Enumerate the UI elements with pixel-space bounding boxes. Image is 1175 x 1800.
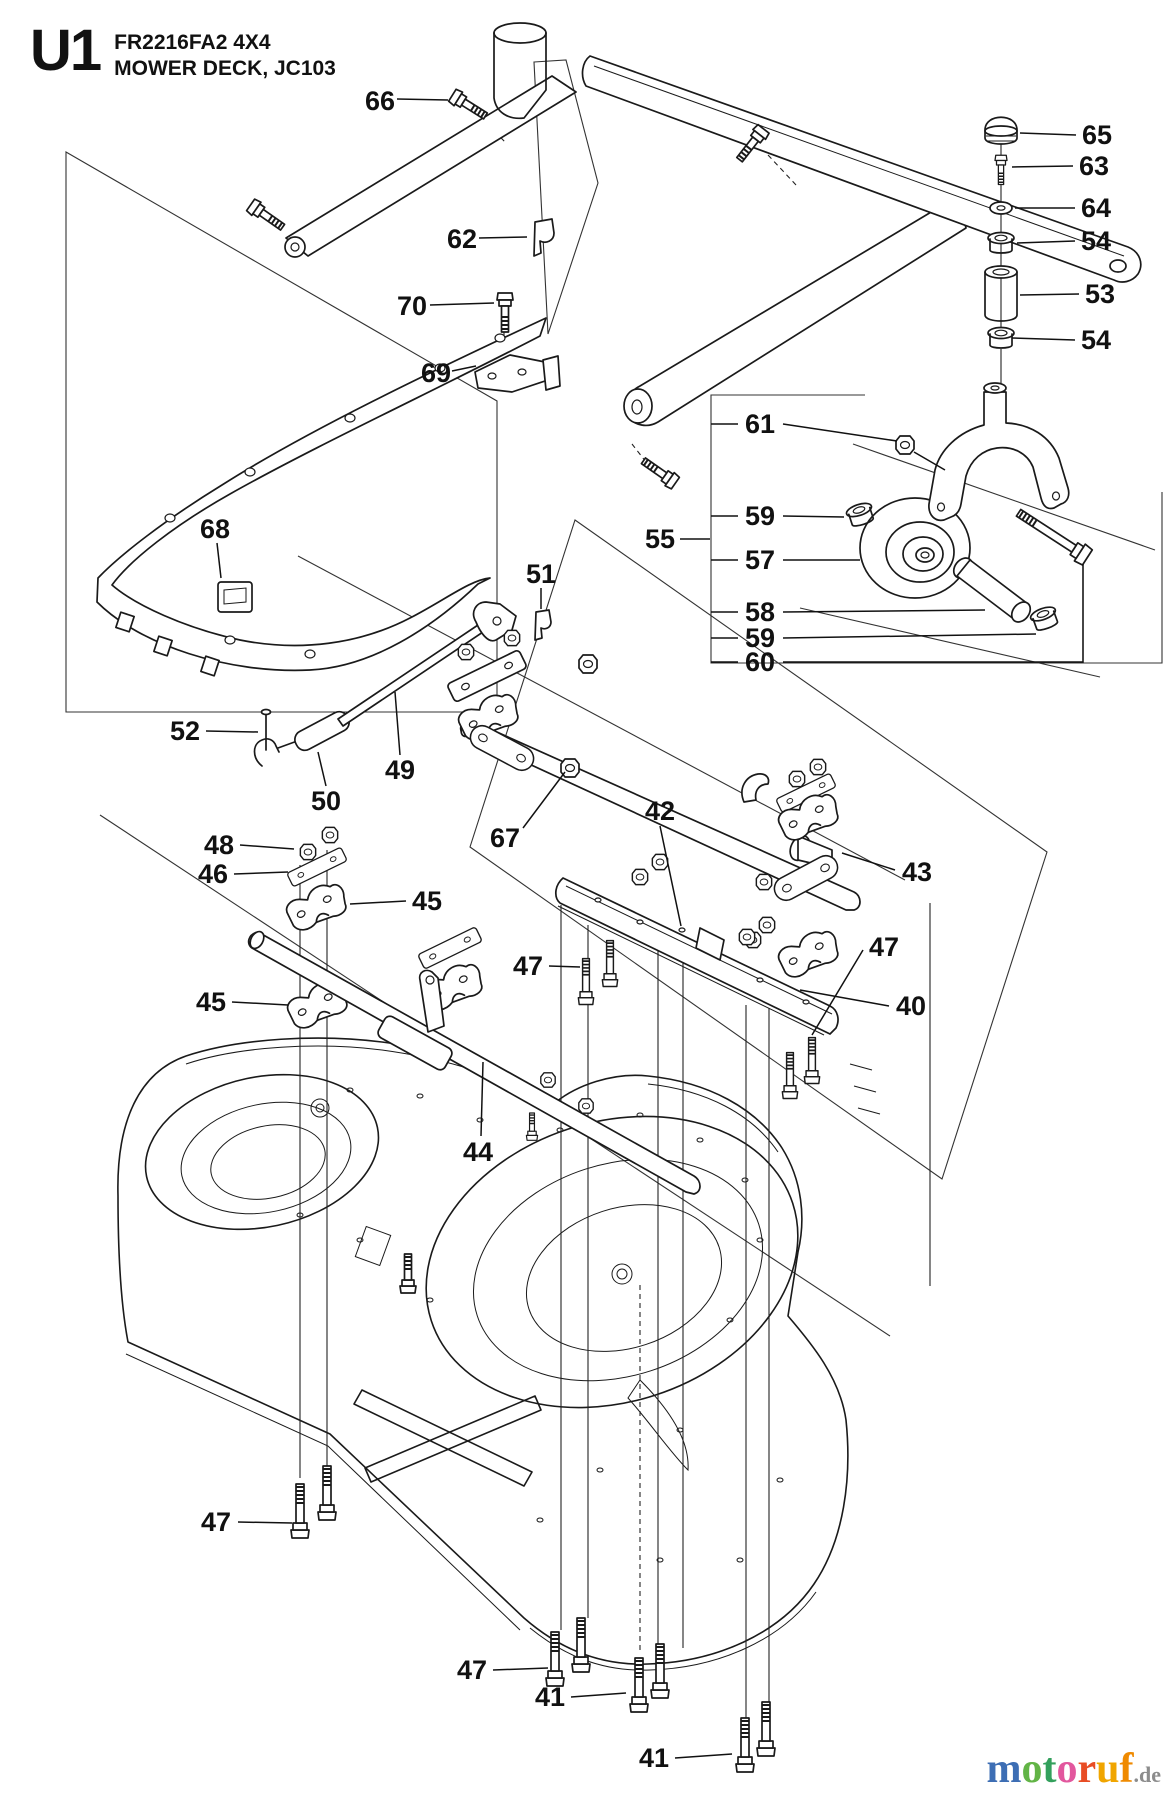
- callout-67: 67: [490, 823, 520, 853]
- leader-line-42: [659, 825, 682, 927]
- leader-line-40: [799, 989, 890, 1007]
- watermark-letter: t: [1042, 1746, 1057, 1792]
- leader-line-54: [1011, 337, 1076, 341]
- callout-47: 47: [457, 1655, 487, 1685]
- watermark-logo: motoruf.de: [986, 1748, 1161, 1796]
- lift-shaft-assembly: [281, 629, 861, 1034]
- callout-47: 47: [513, 951, 543, 981]
- leader-line-61: [782, 423, 898, 442]
- leader-line-49: [394, 691, 401, 756]
- leader-line-44: [480, 1061, 484, 1137]
- watermark-letter: f: [1119, 1746, 1134, 1792]
- leader-line-52: [205, 730, 259, 733]
- callout-61: 61: [745, 409, 775, 439]
- leader-line-61: [913, 451, 946, 471]
- leader-line-43: [841, 852, 896, 871]
- callout-70: 70: [397, 291, 427, 321]
- leader-line-67: [522, 771, 566, 829]
- callout-51: 51: [526, 559, 556, 589]
- leader-line-53: [1019, 293, 1080, 296]
- leader-line-69: [451, 365, 477, 372]
- leader-line-59: [782, 633, 1037, 639]
- leader-line-48: [239, 844, 295, 850]
- leader-line-70: [429, 302, 495, 306]
- callout-54: 54: [1081, 325, 1111, 355]
- callout-68: 68: [200, 514, 230, 544]
- callout-41: 41: [535, 1682, 565, 1712]
- callout-46: 46: [198, 859, 228, 889]
- callout-59: 59: [745, 501, 775, 531]
- leader-line-45: [231, 1001, 289, 1006]
- leader-line-62: [478, 236, 528, 239]
- callout-42: 42: [645, 796, 675, 826]
- hanger-bracket-assembly: [284, 22, 1142, 490]
- leader-line-45: [349, 900, 407, 905]
- watermark-suffix: .de: [1133, 1762, 1162, 1787]
- callout-layer: 6665636454535462706968515249506755615957…: [170, 86, 1115, 1773]
- caster-assembly: [844, 382, 1094, 634]
- callout-52: 52: [170, 716, 200, 746]
- callout-44: 44: [463, 1137, 493, 1167]
- frame-weldment: [96, 198, 561, 677]
- callout-45: 45: [412, 886, 442, 916]
- callout-64: 64: [1081, 193, 1111, 223]
- watermark-letter: m: [986, 1746, 1022, 1792]
- callout-57: 57: [745, 545, 775, 575]
- callout-66: 66: [365, 86, 395, 116]
- lower-shaft-assembly: [247, 930, 701, 1195]
- leader-line-47: [237, 1521, 293, 1524]
- leader-line-47: [548, 965, 581, 968]
- diagram-title: MOWER DECK, JC103: [114, 57, 336, 80]
- leader-line-63: [1011, 165, 1074, 168]
- callout-54: 54: [1081, 226, 1111, 256]
- callout-50: 50: [311, 786, 341, 816]
- leader-line-50: [317, 751, 327, 787]
- callout-41: 41: [639, 1743, 669, 1773]
- watermark-letter: r: [1077, 1746, 1097, 1792]
- callout-62: 62: [447, 224, 477, 254]
- mower-deck-shell: [117, 1037, 881, 1671]
- watermark-letter: u: [1096, 1746, 1120, 1792]
- callout-63: 63: [1079, 151, 1109, 181]
- leader-line-47: [492, 1667, 549, 1671]
- leader-line-59: [782, 515, 845, 518]
- title-block: U1 FR2216FA2 4X4 MOWER DECK, JC103: [30, 22, 336, 82]
- callout-43: 43: [902, 857, 932, 887]
- callout-48: 48: [204, 830, 234, 860]
- callout-49: 49: [385, 755, 415, 785]
- blade-bolt: [400, 1254, 416, 1293]
- callout-53: 53: [1085, 279, 1115, 309]
- support-channel: [555, 853, 839, 1098]
- callout-65: 65: [1082, 120, 1112, 150]
- callout-40: 40: [896, 991, 926, 1021]
- leader-line-60: [783, 564, 1084, 663]
- leader-line-41: [674, 1753, 733, 1759]
- watermark-letter: o: [1021, 1746, 1043, 1792]
- leader-line-58: [782, 609, 986, 613]
- leader-line-66: [396, 98, 449, 101]
- deck-mount-bolts: [291, 1466, 775, 1772]
- callout-59: 59: [745, 623, 775, 653]
- callout-45: 45: [196, 987, 226, 1017]
- watermark-letter: o: [1056, 1746, 1078, 1792]
- lift-rod-assembly: [253, 601, 552, 767]
- callout-47: 47: [201, 1507, 231, 1537]
- model-number: FR2216FA2 4X4: [114, 31, 271, 54]
- leader-line-68: [216, 542, 222, 579]
- leader-line-65: [1019, 132, 1077, 136]
- pivot-hardware-stack: [984, 116, 1018, 349]
- callout-69: 69: [421, 358, 451, 388]
- leader-line-46: [233, 871, 289, 875]
- callout-47: 47: [869, 932, 899, 962]
- leader-line-47: [811, 949, 864, 1036]
- leader-line-41: [570, 1692, 627, 1698]
- callout-60: 60: [745, 647, 775, 677]
- leader-line-54: [1016, 240, 1076, 244]
- callout-58: 58: [745, 597, 775, 627]
- diagram-code: U1: [30, 18, 102, 83]
- watermark-wordmark: motoruf: [986, 1748, 1133, 1790]
- deck-holes: [296, 1087, 784, 1563]
- callout-55: 55: [645, 524, 675, 554]
